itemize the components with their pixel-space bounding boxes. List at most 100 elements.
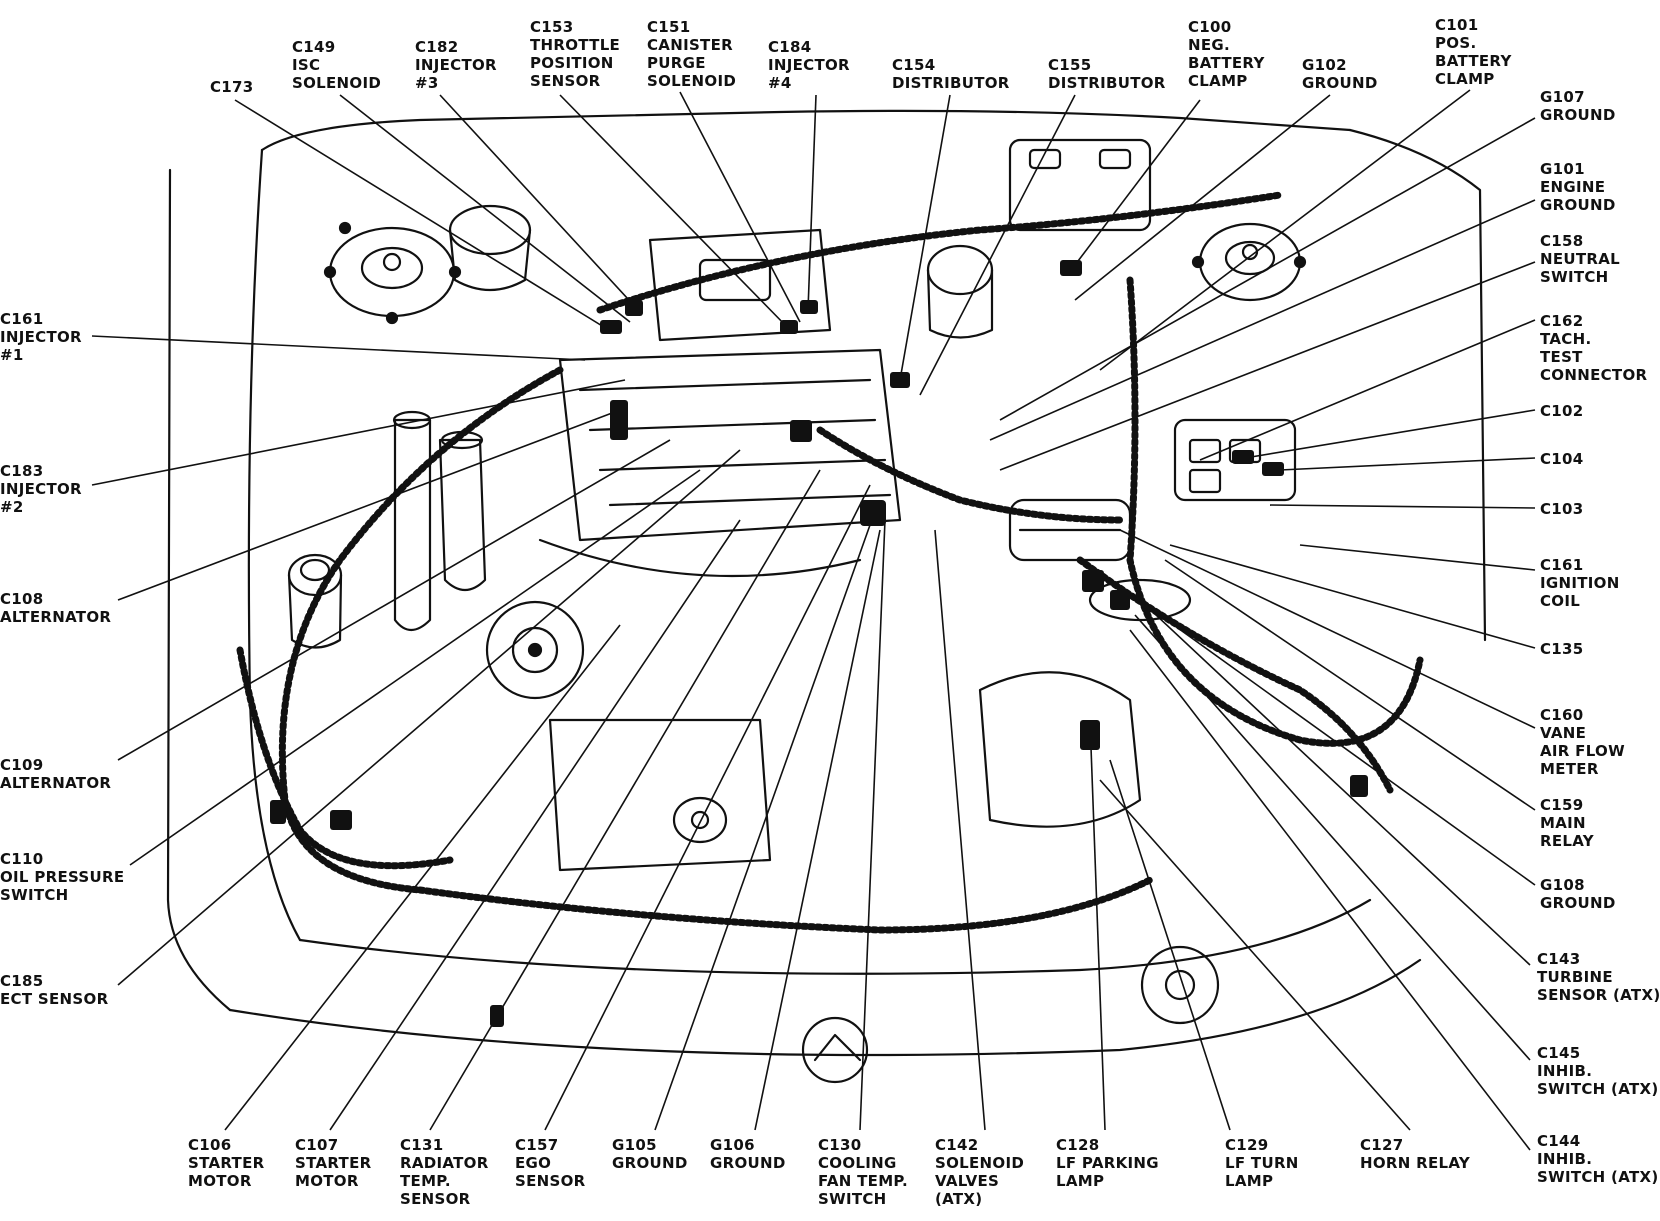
leader-c184 — [807, 94, 817, 311]
label-line: G107 — [1540, 88, 1585, 106]
label-line: SENSOR — [400, 1190, 471, 1208]
label-line: C157 — [515, 1136, 559, 1154]
label-line: #3 — [415, 74, 439, 92]
label-line: SOLENOID — [935, 1154, 1025, 1172]
leader-c143 — [1139, 599, 1531, 966]
leader-c159 — [1164, 559, 1536, 811]
leader-c106 — [224, 624, 621, 1131]
label-line: COOLING — [818, 1154, 897, 1172]
leader-c161r — [1299, 544, 1536, 571]
right-fender-outline — [1348, 128, 1487, 642]
horn — [1140, 945, 1220, 1025]
front-bumper-outline — [228, 958, 1422, 1057]
leader-c142 — [934, 529, 986, 1131]
label-line: FAN TEMP. — [818, 1172, 908, 1190]
label-line: DISTRIBUTOR — [892, 74, 1010, 92]
label-line: RADIATOR — [400, 1154, 489, 1172]
label-line: (ATX) — [935, 1190, 983, 1208]
leader-c154 — [899, 94, 951, 381]
label-line: CONNECTOR — [1540, 366, 1648, 384]
label-line: GROUND — [1302, 74, 1378, 92]
label-line: C183 — [0, 462, 44, 480]
label-line: C155 — [1048, 56, 1092, 74]
brake-booster — [448, 204, 532, 291]
label-line: MOTOR — [295, 1172, 359, 1190]
leader-c100 — [1074, 99, 1201, 266]
label-line: SWITCH — [1540, 268, 1609, 286]
label-line: LAMP — [1225, 1172, 1274, 1190]
label-line: BATTERY — [1188, 54, 1265, 72]
leader-c108 — [117, 409, 621, 601]
label-line: C109 — [0, 756, 44, 774]
label-line: CANISTER — [647, 36, 733, 54]
radiator-support — [298, 898, 1372, 975]
leader-c151 — [679, 91, 801, 323]
label-line: C142 — [935, 1136, 979, 1154]
label-line: SOLENOID — [647, 72, 737, 90]
harness-right — [1126, 276, 1424, 747]
leader-c107 — [329, 519, 741, 1131]
label-line: C107 — [295, 1136, 339, 1154]
leader-c153 — [559, 94, 791, 331]
leader-c129 — [1109, 759, 1231, 1131]
label-line: GROUND — [1540, 894, 1616, 912]
label-line: C184 — [768, 38, 812, 56]
leader-c145 — [1134, 614, 1531, 1061]
label-line: C153 — [530, 18, 574, 36]
label-line: INJECTOR — [415, 56, 497, 74]
label-line: TEST — [1540, 348, 1583, 366]
label-line: SOLENOID — [292, 74, 382, 92]
leader-c110 — [129, 469, 701, 866]
label-line: SENSOR — [515, 1172, 586, 1190]
label-line: INJECTOR — [0, 480, 82, 498]
label-line: NEUTRAL — [1540, 250, 1621, 268]
label-line: C161 — [0, 310, 44, 328]
label-line: C100 — [1188, 18, 1232, 36]
label-line: C103 — [1540, 500, 1584, 518]
label-line: NEG. — [1188, 36, 1231, 54]
label-line: C108 — [0, 590, 44, 608]
harness-front — [416, 876, 1154, 934]
label-line: C135 — [1540, 640, 1584, 658]
label-line: CLAMP — [1188, 72, 1248, 90]
label-line: GROUND — [1540, 196, 1616, 214]
label-line: STARTER — [295, 1154, 372, 1172]
leader-c185 — [117, 449, 741, 986]
label-line: DISTRIBUTOR — [1048, 74, 1166, 92]
label-line: MOTOR — [188, 1172, 252, 1190]
label-line: #2 — [0, 498, 24, 516]
label-line: ENGINE — [1540, 178, 1606, 196]
label-line: C159 — [1540, 796, 1584, 814]
label-line: SWITCH (ATX) — [1537, 1080, 1659, 1098]
label-c135: C135 — [1540, 640, 1584, 658]
label-line: C160 — [1540, 706, 1584, 724]
engine-block — [538, 228, 902, 578]
hood-latch — [801, 1016, 869, 1084]
label-line: BATTERY — [1435, 52, 1512, 70]
label-line: C182 — [415, 38, 459, 56]
label-line: TEMP. — [400, 1172, 451, 1190]
left-inner-fender — [247, 148, 302, 942]
label-line: C102 — [1540, 402, 1584, 420]
label-c173: C173 — [210, 78, 254, 96]
